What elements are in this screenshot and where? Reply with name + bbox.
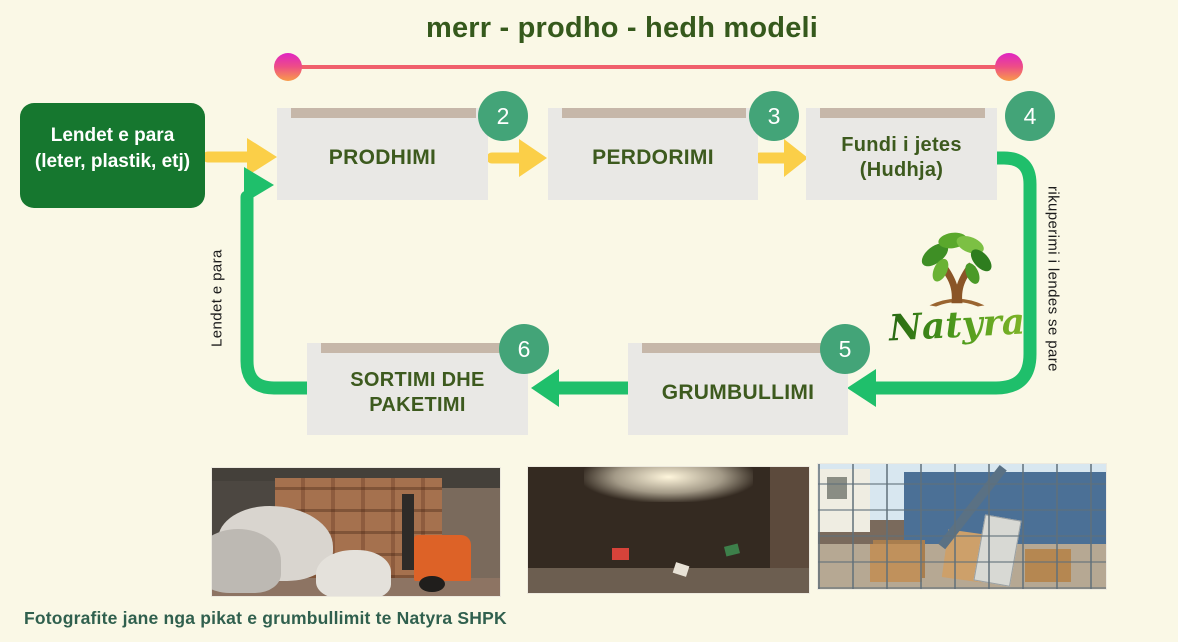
recycled-input-label: Lendet e para [208, 249, 226, 347]
stage-grumbullimi: GRUMBULLIMI [628, 343, 848, 435]
raw-materials-line2: (leter, plastik, etj) [34, 150, 191, 172]
stage-perdorimi-label: PERDORIMI [592, 145, 714, 169]
photo1-forklift-wheel [419, 575, 446, 593]
stage-top-bar [321, 343, 516, 353]
arrow-prodhimi-to-perdorimi [486, 139, 547, 177]
natyra-logo: Natyra [872, 226, 1042, 358]
photo2-ceiling-light [584, 467, 753, 503]
arrow-grumbullimi-to-sortimi [531, 369, 637, 407]
arrow-sortimi-to-prodhimi [240, 167, 314, 395]
photo2-wall [769, 467, 809, 568]
raw-materials-box: Lendet e para (leter, plastik, etj) [20, 103, 205, 208]
photo1-forklift-mast [402, 493, 414, 571]
timeline [274, 53, 1023, 81]
photo2-floor [528, 567, 809, 593]
photo1-sack [212, 529, 282, 594]
stage-number-badge-2: 2 [478, 91, 528, 141]
stage-number-badge-5: 5 [820, 324, 870, 374]
stage-grumbullimi-label: GRUMBULLIMI [661, 380, 815, 404]
photo-outdoor-cage [817, 463, 1107, 590]
photo1-forklift-body [413, 534, 472, 581]
recovery-label: rikuperimi i lendes se pare [1044, 186, 1062, 372]
stage-number-badge-6: 6 [499, 324, 549, 374]
photo-warehouse-bales [211, 467, 501, 597]
stage-prodhimi: PRODHIMI [277, 108, 488, 200]
stage-number-badge-3: 3 [749, 91, 799, 141]
stage-top-bar [642, 343, 836, 353]
stage-prodhimi-label: PRODHIMI [328, 145, 437, 169]
stage-sortimi-line2: PAKETIMI [369, 394, 466, 416]
stage-number-badge-4: 4 [1005, 91, 1055, 141]
stage-top-bar [562, 108, 746, 118]
natyra-tree-icon [921, 232, 992, 307]
arrow-perdorimi-to-fundi [754, 139, 808, 177]
photo-cardboard-pile [527, 466, 810, 594]
stage-fundi-label: Fundi i jetes (Hudhja) [841, 125, 962, 183]
stage-sortimi-line1: SORTIMI DHE [350, 369, 485, 391]
natyra-logo-text: Natyra [871, 300, 1043, 351]
timeline-dot-right [995, 53, 1023, 81]
photo1-sack [315, 549, 391, 596]
photos-caption: Fotografite jane nga pikat e grumbullimi… [24, 608, 507, 628]
photo2-debris [612, 547, 630, 561]
stage-perdorimi: PERDORIMI [548, 108, 758, 200]
stage-fundi-line1: Fundi i jetes [841, 134, 962, 156]
stage-sortimi-label: SORTIMI DHE PAKETIMI [350, 360, 484, 418]
stage-sortimi: SORTIMI DHE PAKETIMI [307, 343, 528, 435]
stage-fundi-i-jetes: Fundi i jetes (Hudhja) [806, 108, 997, 200]
timeline-dot-left [274, 53, 302, 81]
stage-fundi-line2: (Hudhja) [859, 159, 944, 181]
stage-top-bar [820, 108, 985, 118]
photo3-cage-fence [818, 464, 1106, 589]
stage-top-bar [291, 108, 476, 118]
page-title: merr - prodho - hedh modeli [425, 12, 819, 44]
raw-materials-line1: Lendet e para [50, 124, 175, 146]
arrow-source-to-prodhimi [202, 138, 277, 176]
